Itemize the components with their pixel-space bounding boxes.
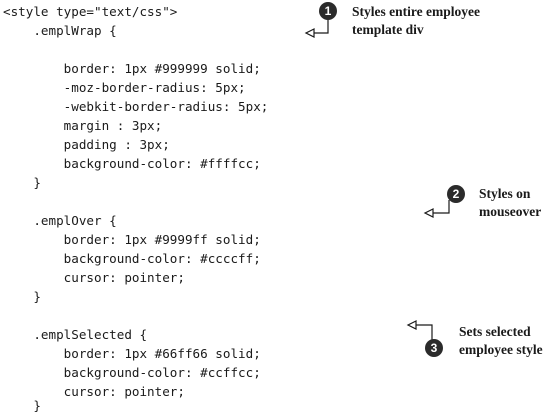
- callout-arrow-icon: [406, 320, 433, 344]
- callout-label: template div: [352, 22, 424, 37]
- callout-number-badge: 3: [425, 339, 443, 357]
- code-line: -moz-border-radius: 5px;: [3, 80, 246, 95]
- code-line: border: 1px #999999 solid;: [3, 61, 261, 76]
- code-line: background-color: #ccccff;: [3, 251, 261, 266]
- code-line: <style type="text/css">: [3, 4, 178, 19]
- callout-number-badge: 1: [319, 2, 337, 20]
- code-line: margin : 3px;: [3, 118, 163, 133]
- code-line: }: [3, 289, 41, 304]
- code-line: border: 1px #66ff66 solid;: [3, 346, 261, 361]
- code-line: cursor: pointer;: [3, 384, 185, 399]
- callout-label: Sets selected: [459, 324, 531, 339]
- callout-arrow-icon: [423, 200, 450, 218]
- code-line: cursor: pointer;: [3, 270, 185, 285]
- callout-label: mouseover: [479, 204, 542, 219]
- code-line: padding : 3px;: [3, 137, 170, 152]
- callout-label: Styles entire employee: [352, 4, 480, 19]
- code-line: .emplSelected {: [3, 327, 148, 342]
- code-line: }: [3, 398, 41, 413]
- callout-number-badge: 2: [447, 185, 465, 203]
- callout-label: employee style: [459, 342, 543, 357]
- code-line: -webkit-border-radius: 5px;: [3, 99, 269, 114]
- code-line: border: 1px #9999ff solid;: [3, 232, 261, 247]
- code-line: }: [3, 175, 41, 190]
- code-line: .emplWrap {: [3, 23, 117, 38]
- callout-label: Styles on: [479, 186, 531, 201]
- code-line: background-color: #ffffcc;: [3, 156, 261, 171]
- code-line: background-color: #ccffcc;: [3, 365, 261, 380]
- callout-arrow-icon: [304, 16, 329, 38]
- code-line: .emplOver {: [3, 213, 117, 228]
